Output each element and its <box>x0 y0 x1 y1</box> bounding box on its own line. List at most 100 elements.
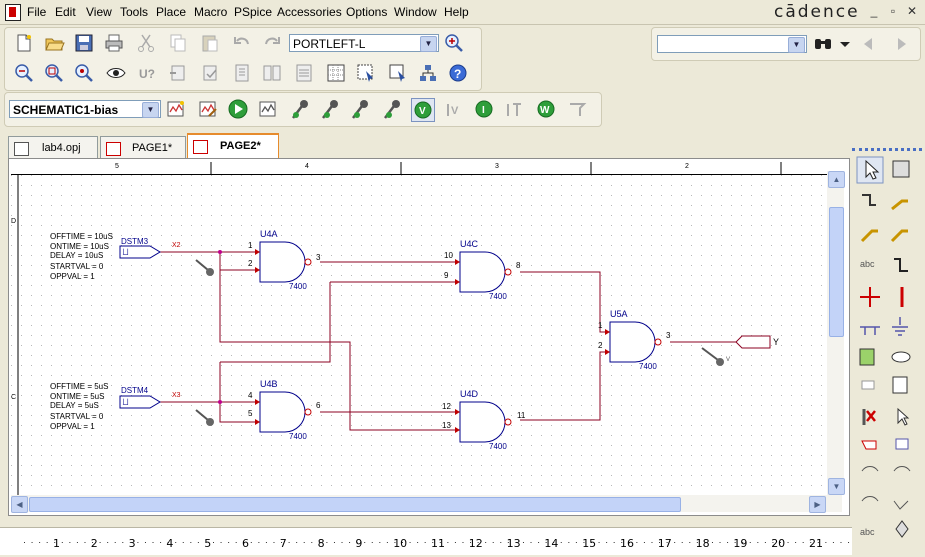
undo-icon[interactable] <box>231 32 253 54</box>
zoom-all-icon[interactable] <box>73 62 95 84</box>
menu-accessories[interactable]: Accessories <box>277 5 342 19</box>
bias-current-pin-icon[interactable] <box>503 98 525 120</box>
svg-text:V: V <box>451 105 459 117</box>
svg-text:U?: U? <box>139 67 155 81</box>
scroll-right-button[interactable]: ▶ <box>809 496 826 513</box>
binoculars-icon[interactable] <box>812 33 834 55</box>
prev-icon[interactable] <box>858 33 880 55</box>
bias-power-pin-icon[interactable] <box>567 98 589 120</box>
print-icon[interactable] <box>103 32 125 54</box>
menu-edit[interactable]: Edit <box>55 5 76 19</box>
ruler-number: 4 <box>166 537 174 550</box>
source-property: ONTIME = 5uS <box>50 392 105 401</box>
pin-number: 1 <box>598 321 603 330</box>
menu-file[interactable]: File <box>27 5 47 19</box>
help-icon[interactable]: ? <box>447 62 469 84</box>
ruler-number: 10 <box>393 537 408 550</box>
scroll-left-button[interactable]: ◀ <box>11 496 28 513</box>
pin-number: 2 <box>248 259 253 268</box>
cross-ref-icon[interactable] <box>261 62 283 84</box>
source-property: DELAY = 5uS <box>50 401 99 410</box>
tab-page2[interactable]: PAGE2* <box>187 133 279 159</box>
gate-type: 7400 <box>289 432 307 441</box>
menu-window[interactable]: Window <box>394 5 437 19</box>
redo-icon[interactable] <box>261 32 283 54</box>
tab-lab4-opj[interactable]: lab4.opj <box>8 136 98 158</box>
zoom-out-icon[interactable] <box>13 62 35 84</box>
bias-voltage-pin-icon[interactable]: V <box>443 98 465 120</box>
save-icon[interactable] <box>73 32 95 54</box>
part-combo[interactable]: PORTLEFT-L▼ <box>289 34 439 52</box>
zoom-in-icon[interactable] <box>443 32 465 54</box>
zoom-area-icon[interactable] <box>43 62 65 84</box>
menu-options[interactable]: Options <box>346 5 388 19</box>
menu-place[interactable]: Place <box>156 5 187 19</box>
app-icon[interactable] <box>5 4 21 21</box>
bom-icon[interactable] <box>293 62 315 84</box>
marker-diff-icon[interactable] <box>319 98 341 120</box>
snap-grid-icon[interactable] <box>325 62 347 84</box>
pin-number: 2 <box>598 341 603 350</box>
nand-gate <box>259 241 306 283</box>
gate-type: 7400 <box>289 282 307 291</box>
close-button[interactable]: ✕ <box>906 4 918 18</box>
pin-number: 12 <box>442 402 451 411</box>
svg-text:W: W <box>540 105 550 116</box>
paste-icon[interactable] <box>199 32 221 54</box>
bias-voltage-icon[interactable]: V <box>411 98 435 122</box>
new-profile-icon[interactable] <box>165 98 187 120</box>
chevron-down-icon[interactable]: ▼ <box>420 36 437 52</box>
eye-icon[interactable] <box>105 62 127 84</box>
run-icon[interactable] <box>227 98 249 120</box>
area-select-icon[interactable] <box>355 62 377 84</box>
view-results-icon[interactable] <box>257 98 279 120</box>
drag-select-icon[interactable] <box>387 62 409 84</box>
menu-pspice[interactable]: PSpice <box>234 5 273 19</box>
pin-number: 4 <box>248 391 253 400</box>
schematic-page-icon <box>106 142 121 156</box>
open-icon[interactable] <box>43 32 65 54</box>
horizontal-scroll-thumb[interactable] <box>29 497 681 512</box>
simulation-profile-combo[interactable]: SCHEMATIC1-bias▼ <box>9 100 161 118</box>
vertical-scrollbar[interactable]: ▲ ▼ <box>827 171 845 495</box>
gate-ref: U4B <box>260 379 278 389</box>
restore-button[interactable]: ▫ <box>890 4 896 18</box>
dropdown-arrow-icon[interactable] <box>834 33 856 55</box>
chevron-down-icon[interactable]: ▼ <box>142 102 159 118</box>
marker-voltage-icon[interactable] <box>289 98 311 120</box>
tab-page1[interactable]: PAGE1* <box>100 136 186 158</box>
gate-ref: U4D <box>460 389 479 399</box>
search-combo[interactable]: ▼ <box>657 35 807 53</box>
stimulus-symbol: ㄩ <box>122 399 129 406</box>
copy-icon[interactable] <box>167 32 189 54</box>
bias-current-icon[interactable]: I <box>473 98 495 120</box>
border-ruler: 5 4 3 2 <box>11 162 827 175</box>
annotate-icon[interactable]: U? <box>137 62 159 84</box>
bias-power-icon[interactable]: W <box>535 98 557 120</box>
menu-tools[interactable]: Tools <box>120 5 149 19</box>
netlist-icon[interactable] <box>231 62 253 84</box>
horizontal-scrollbar[interactable]: ◀ ▶ <box>11 495 842 513</box>
marker-current-icon[interactable] <box>349 98 371 120</box>
minimize-button[interactable]: _ <box>870 4 878 18</box>
scroll-up-button[interactable]: ▲ <box>828 171 845 188</box>
ruler-number: 8 <box>317 537 325 550</box>
edit-profile-icon[interactable] <box>197 98 219 120</box>
back-annotate-icon[interactable] <box>167 62 189 84</box>
scroll-down-button[interactable]: ▼ <box>828 478 845 495</box>
new-icon[interactable] <box>13 32 35 54</box>
menu-macro[interactable]: Macro <box>194 5 228 19</box>
ruler-number: 15 <box>582 537 597 550</box>
menu-help[interactable]: Help <box>444 5 469 19</box>
menu-view[interactable]: View <box>86 5 112 19</box>
drc-icon[interactable] <box>199 62 221 84</box>
vertical-scroll-thumb[interactable] <box>829 207 844 337</box>
marker-power-icon[interactable] <box>381 98 403 120</box>
hierarchy-icon[interactable] <box>417 62 439 84</box>
ruler-label: 2 <box>685 163 689 170</box>
next-icon[interactable] <box>890 33 912 55</box>
tab-label: lab4.opj <box>42 142 81 154</box>
cut-icon[interactable] <box>135 32 157 54</box>
chevron-down-icon[interactable]: ▼ <box>788 37 805 53</box>
